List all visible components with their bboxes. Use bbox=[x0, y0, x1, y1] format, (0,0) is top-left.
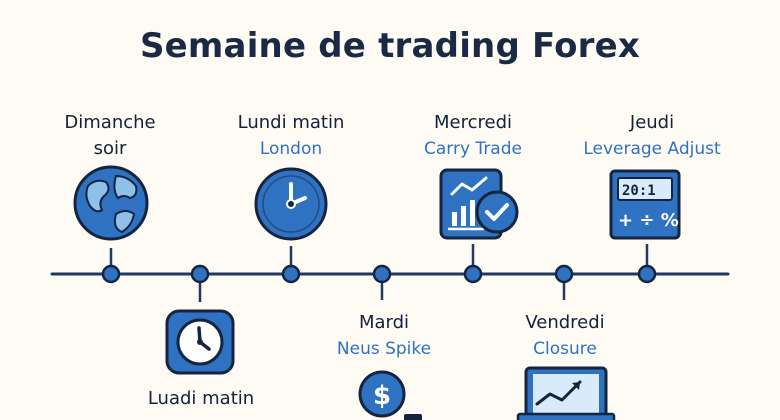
event-label-monday: Luadi matin bbox=[121, 386, 281, 412]
event-label-tuesday: Mardi Neus Spike bbox=[304, 310, 464, 362]
timeline-nodes bbox=[101, 264, 657, 284]
chart-check-icon bbox=[439, 168, 519, 240]
event-subtitle: London bbox=[259, 139, 323, 159]
timeline-node bbox=[190, 264, 210, 284]
dollar-coin-icon: $ bbox=[358, 370, 422, 420]
timeline-node bbox=[463, 264, 483, 284]
calculator-icon: 20:1 + ÷ % bbox=[609, 169, 681, 240]
timeline-node bbox=[554, 264, 574, 284]
calculator-symbols: + ÷ % bbox=[618, 210, 679, 231]
laptop-chart-icon bbox=[516, 366, 616, 420]
event-label-monday-london: Lundi matin London bbox=[211, 110, 371, 162]
page-title: Semaine de trading Forex bbox=[139, 26, 640, 66]
svg-text:$: $ bbox=[373, 381, 391, 411]
event-title: Lundi matin bbox=[237, 112, 345, 133]
calculator-ratio: 20:1 bbox=[622, 183, 656, 199]
event-title: Vendredi bbox=[525, 312, 605, 333]
event-title: Mardi bbox=[358, 312, 410, 333]
event-title: Jeudi bbox=[629, 112, 675, 133]
event-title: Dimanche soir bbox=[64, 112, 156, 159]
event-label-sunday: Dimanche soir bbox=[30, 110, 190, 162]
event-label-wednesday: Mercredi Carry Trade bbox=[393, 110, 553, 162]
event-title: Luadi matin bbox=[147, 388, 255, 409]
clock-icon bbox=[254, 167, 328, 241]
clock-icon bbox=[165, 309, 235, 375]
event-subtitle: Closure bbox=[533, 339, 597, 359]
timeline-node bbox=[281, 264, 301, 284]
globe-icon bbox=[73, 165, 149, 241]
event-label-friday: Vendredi Closure bbox=[485, 310, 645, 362]
event-subtitle: Carry Trade bbox=[424, 139, 522, 159]
timeline-node bbox=[372, 264, 392, 284]
event-subtitle: Leverage Adjust bbox=[583, 139, 721, 159]
event-title: Mercredi bbox=[433, 112, 512, 133]
timeline-node bbox=[101, 264, 121, 284]
event-label-thursday: Jeudi Leverage Adjust bbox=[565, 110, 739, 162]
timeline-node bbox=[637, 264, 657, 284]
event-subtitle: Neus Spike bbox=[336, 339, 432, 359]
